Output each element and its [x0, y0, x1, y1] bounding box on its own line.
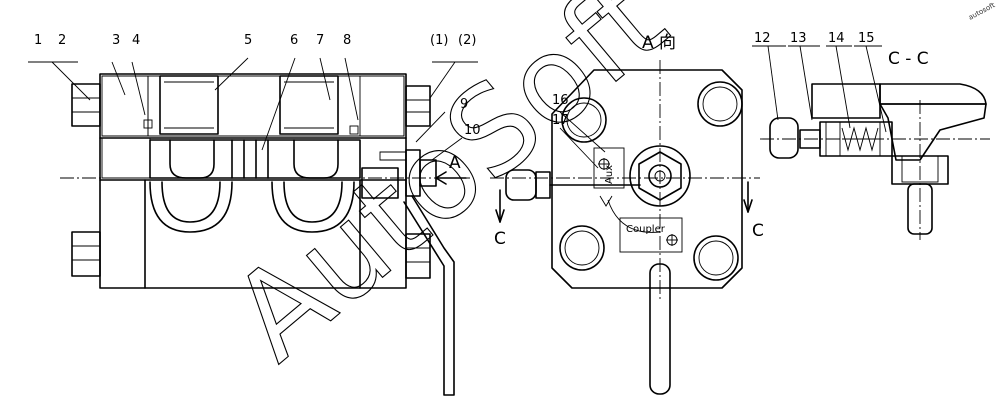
view-arrow-a-label: A: [449, 153, 461, 173]
bolt-top-right: [405, 85, 431, 127]
callout-13: 13: [790, 31, 807, 46]
callout-14: 14: [828, 31, 845, 46]
callout-17: 17: [552, 113, 569, 128]
seal-right: [349, 125, 359, 135]
aux-label: Aux: [604, 165, 615, 184]
bolt-hole-br: [693, 235, 739, 281]
section-mark-c-right: C: [752, 221, 764, 241]
hatch-body-top: [147, 75, 405, 137]
section-body-hatch: [811, 83, 881, 119]
callout-4: 4: [132, 33, 140, 48]
section-c-c: C - C 12 13 14 15: [752, 31, 990, 240]
callout-paren-2: (2): [458, 33, 476, 48]
section-title: C - C: [888, 49, 929, 69]
callout-5: 5: [244, 33, 252, 48]
bolt-hole-bl: [559, 225, 605, 271]
view-a-title: A 向: [642, 33, 676, 53]
bolt-bottom-left: [71, 231, 101, 277]
spool-bore: [149, 139, 361, 179]
bolt-hole-tr: [697, 81, 743, 127]
callout-3: 3: [112, 33, 120, 48]
callout-15: 15: [858, 31, 875, 46]
seal-left: [143, 119, 153, 129]
lever-handle: [403, 195, 455, 396]
watermark: AutoSoft autosoft: [207, 0, 997, 388]
callout-paren-1: (1): [430, 33, 448, 48]
passage-right: [271, 181, 355, 233]
bolt-hole-tl: [561, 97, 607, 143]
callout-16: 16: [552, 93, 569, 108]
callout-2: 2: [58, 33, 66, 48]
passage-left: [149, 181, 233, 233]
watermark-corner: autosoft: [967, 1, 996, 22]
aux-label-plate: [593, 147, 625, 189]
plate-outline: [551, 69, 743, 289]
section-mark-c-left: C: [494, 229, 506, 249]
callout-12: 12: [754, 31, 771, 46]
coupler-label: Coupler: [626, 224, 666, 235]
watermark-text: AutoSoft: [207, 0, 691, 387]
callout-1: 1: [34, 33, 42, 48]
callout-6: 6: [290, 33, 298, 48]
section-handle-top: [879, 83, 987, 105]
view-a: Aux Coupler C C A 向 16 17: [490, 33, 764, 395]
coupler-label-plate: [619, 217, 683, 253]
hatch-end-cap-left: [101, 75, 149, 137]
bolt-top-left: [71, 83, 101, 127]
hatch-end-cap-right: [359, 75, 405, 137]
plunger-knob: [769, 117, 799, 159]
callout-7: 7: [316, 33, 324, 48]
port-left: [159, 75, 219, 135]
callout-10: 10: [464, 123, 481, 138]
port-right: [279, 75, 339, 135]
bolt-bottom-right: [405, 233, 431, 279]
front-section-view: A 1 2 3 4 5 6 7 8 (1) (2) 9 10: [28, 33, 481, 396]
callout-8: 8: [343, 33, 351, 48]
spring-coil: [841, 126, 879, 152]
callout-9: 9: [460, 97, 468, 112]
